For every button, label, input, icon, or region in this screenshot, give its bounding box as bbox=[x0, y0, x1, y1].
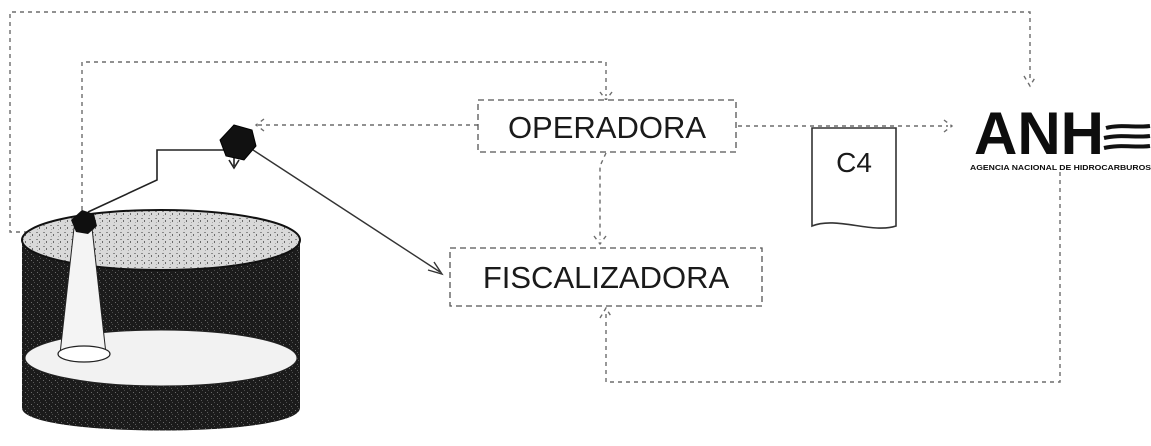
c4-label: C4 bbox=[836, 147, 872, 178]
connector-arrowhead-fiscalizadora-bottom bbox=[599, 306, 613, 319]
tank-gauge-icon bbox=[71, 210, 97, 234]
line-meter-to-fiscalizadora bbox=[249, 147, 441, 273]
connector-arrowhead-fiscalizadora-top bbox=[593, 235, 607, 246]
arrowhead-fiscalizadora-side bbox=[427, 261, 444, 276]
anh-acronym: ANH bbox=[974, 100, 1104, 167]
connector-arrowhead-meter bbox=[254, 118, 265, 132]
anh-wave-lines bbox=[1103, 124, 1151, 150]
arrowhead-meter-input bbox=[228, 159, 240, 170]
operadora-label: OPERADORA bbox=[508, 110, 706, 145]
connector-anh-to-fiscalizadora bbox=[605, 172, 1061, 383]
connector-operadora-to-fiscalizadora bbox=[599, 152, 607, 240]
connector-tank-to-anh bbox=[9, 11, 1031, 233]
operadora-node: OPERADORA bbox=[477, 99, 737, 153]
line-tank-to-meter bbox=[87, 149, 235, 213]
connector-arrowhead-anh-side bbox=[943, 119, 954, 133]
c4-document-icon: C4 bbox=[811, 127, 897, 229]
anh-logo: ANH AGENCIA NACIONAL DE HIDROCARBUROS bbox=[970, 100, 1151, 172]
anh-subtitle: AGENCIA NACIONAL DE HIDROCARBUROS bbox=[970, 163, 1151, 172]
connector-lines bbox=[9, 11, 1061, 383]
connector-arrowhead-anh bbox=[1023, 75, 1037, 88]
fiscalizadora-label: FISCALIZADORA bbox=[483, 260, 730, 295]
connector-tank-to-operadora bbox=[81, 61, 607, 218]
meter-icon bbox=[219, 124, 257, 161]
storage-tank-icon bbox=[21, 209, 301, 431]
fiscalizadora-node: FISCALIZADORA bbox=[449, 247, 763, 307]
